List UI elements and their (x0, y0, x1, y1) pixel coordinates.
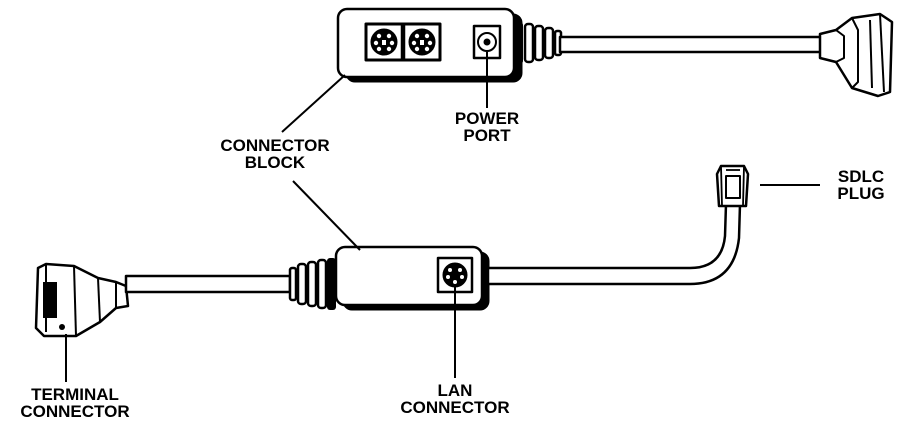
bottom-cable-assembly (34, 164, 750, 338)
sdlc-plug-body (715, 164, 750, 208)
leader-lines (65, 52, 820, 382)
top-cable-assembly (336, 7, 894, 98)
connector-block-label-line2: BLOCK (244, 153, 306, 172)
leader-connector-block-top (281, 74, 346, 133)
terminal-connector-label: TERMINAL CONNECTOR (0, 386, 150, 420)
bottom-strain-relief (288, 258, 336, 310)
terminal-connector-body (34, 262, 130, 338)
connector-block-label-line1: CONNECTOR (220, 136, 330, 155)
top-strain-relief (514, 22, 563, 64)
terminal-connector-label-line2: CONNECTOR (20, 402, 130, 421)
lan-connector-label: LAN CONNECTOR (385, 382, 525, 416)
top-cable (558, 35, 824, 54)
power-port-label: POWER PORT (447, 110, 527, 144)
terminal-connector-slot (43, 282, 57, 318)
sdlc-plug-label-line2: PLUG (837, 184, 885, 203)
lan-connector-label-line2: CONNECTOR (400, 398, 510, 417)
sdlc-plug-label-line1: SDLC (837, 167, 885, 186)
connector-block-label: CONNECTOR BLOCK (200, 137, 350, 171)
leader-connector-block-bottom (292, 180, 361, 251)
terminal-connector-label-line1: TERMINAL (31, 385, 119, 404)
top-right-connector (818, 12, 894, 98)
sdlc-cable (486, 202, 742, 286)
bottom-left-cable (124, 274, 292, 294)
lan-connector-label-line1: LAN (437, 381, 473, 400)
power-port-label-line1: POWER (454, 109, 520, 128)
sdlc-plug-label: SDLC PLUG (826, 168, 896, 202)
power-port-label-line2: PORT (463, 126, 511, 145)
